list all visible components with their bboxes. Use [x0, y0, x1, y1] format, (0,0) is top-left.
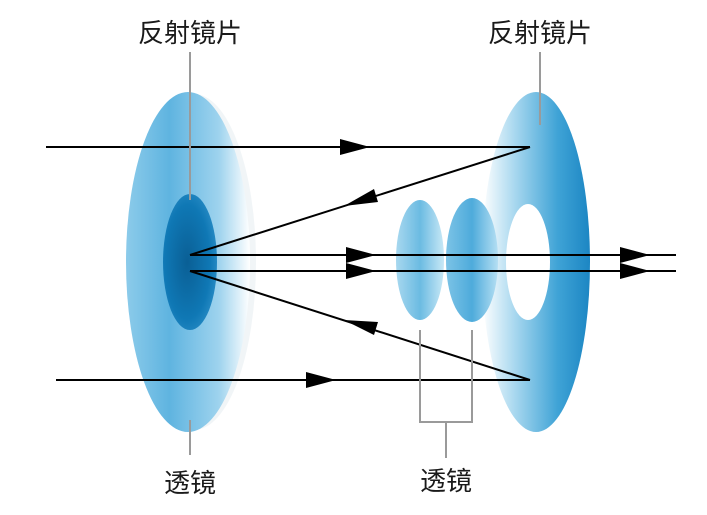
- arrow-out-upper-1: [346, 247, 376, 263]
- small-lens-1: [396, 200, 444, 320]
- arrow-bottom-incoming: [306, 372, 336, 388]
- arrow-top-incoming: [340, 139, 370, 155]
- label-left-mirror: 反射镜片: [138, 19, 242, 49]
- leader-lines: [189, 52, 541, 458]
- label-middle-lenses: 透镜: [420, 467, 472, 497]
- arrow-out-lower-1: [346, 263, 376, 279]
- arrow-out-lower-2: [620, 263, 650, 279]
- leader-middle-lenses: [419, 330, 473, 423]
- label-right-mirror: 反射镜片: [488, 19, 592, 49]
- middle-lenses: [396, 198, 498, 322]
- arrowheads: [306, 139, 650, 388]
- small-lens-2: [446, 198, 498, 322]
- left-inner-lens: [163, 194, 217, 330]
- arrow-top-reflected: [344, 189, 378, 206]
- right-mirror-hole: [506, 204, 550, 320]
- arrow-out-upper-2: [620, 247, 650, 263]
- right-mirror: [482, 92, 590, 432]
- rays: [46, 146, 676, 381]
- label-left-lens: 透镜: [164, 469, 216, 499]
- arrow-bottom-reflected: [344, 320, 378, 335]
- left-mirror: [126, 92, 256, 432]
